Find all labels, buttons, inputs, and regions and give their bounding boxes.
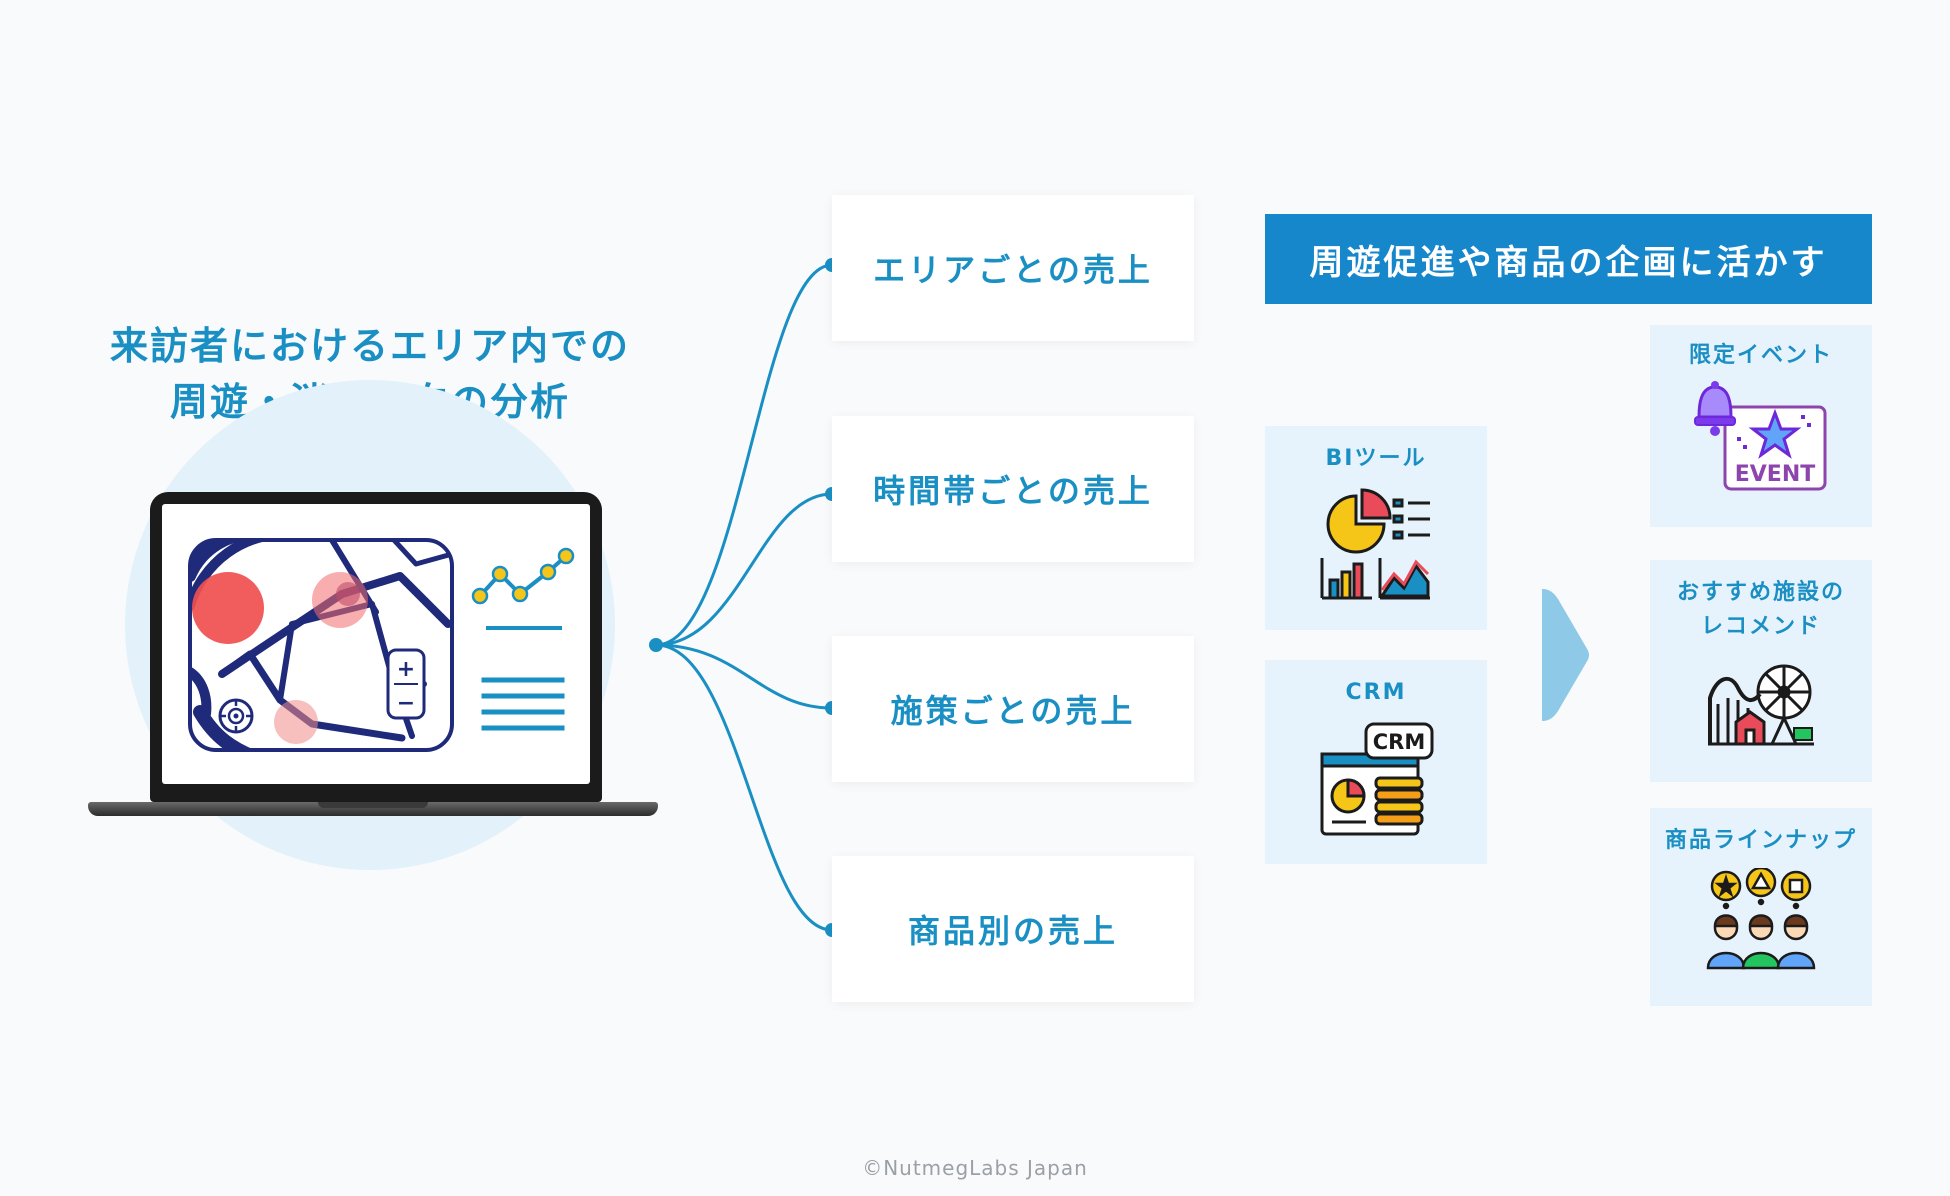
category-box-campaign: 施策ごとの売上	[832, 636, 1194, 782]
tool-card-bi: BIツール	[1265, 426, 1487, 630]
event-icon-text: EVENT	[1735, 462, 1816, 487]
action-banner: 周遊促進や商品の企画に活かす	[1265, 214, 1872, 304]
crm-icon-text: CRM	[1373, 730, 1425, 754]
tool-card-crm: CRM CRM	[1265, 660, 1487, 864]
category-label: エリアごとの売上	[873, 251, 1153, 289]
customers-icon	[1706, 868, 1816, 970]
connector-line-area	[655, 263, 833, 647]
action-card-recommend: おすすめ施設の レコメンド	[1650, 560, 1872, 782]
category-label: 商品別の売上	[907, 912, 1118, 950]
zoom-out-icon: −	[397, 691, 415, 716]
zoom-in-icon: +	[397, 657, 415, 682]
zoom-control: + −	[386, 648, 426, 720]
category-box-product: 商品別の売上	[832, 856, 1194, 1002]
action-label: 限定イベント	[1688, 343, 1833, 368]
banner-label: 周遊促進や商品の企画に活かす	[1309, 242, 1828, 283]
action-label-line-1: おすすめ施設の	[1676, 580, 1845, 605]
category-label: 時間帯ごとの売上	[873, 472, 1153, 510]
category-label: 施策ごとの売上	[890, 692, 1136, 730]
connector-line-product	[655, 643, 833, 932]
tool-label: CRM	[1345, 680, 1407, 705]
crm-icon: CRM	[1320, 722, 1434, 836]
locate-icon	[218, 698, 254, 734]
connector-origin-dot	[649, 638, 663, 652]
tool-label: BIツール	[1325, 446, 1427, 471]
laptop-base	[88, 802, 658, 816]
text-lines-icon	[481, 677, 565, 731]
event-bell-icon: EVENT	[1694, 381, 1827, 491]
copyright: ©NutmegLabs Japan	[862, 1156, 1088, 1180]
laptop-screen: + −	[162, 504, 590, 784]
category-box-area: エリアごとの売上	[832, 195, 1194, 341]
amusement-park-icon	[1708, 664, 1814, 746]
headline-line-1: 来訪者におけるエリア内での	[109, 324, 630, 368]
laptop-hinge	[318, 802, 428, 808]
line-chart-icon	[471, 547, 575, 630]
chevron-right-icon	[1542, 589, 1589, 721]
connector-line-time	[655, 492, 833, 647]
action-label-line-2: レコメンド	[1700, 614, 1821, 639]
action-card-event: 限定イベント EVENT	[1650, 325, 1872, 527]
action-card-lineup: 商品ラインナップ	[1650, 808, 1872, 1006]
bi-dashboard-icon	[1320, 488, 1430, 600]
category-box-time: 時間帯ごとの売上	[832, 416, 1194, 562]
action-label: 商品ラインナップ	[1664, 828, 1857, 853]
laptop-screen-illustration: + −	[188, 538, 575, 752]
connector-line-campaign	[655, 643, 833, 710]
